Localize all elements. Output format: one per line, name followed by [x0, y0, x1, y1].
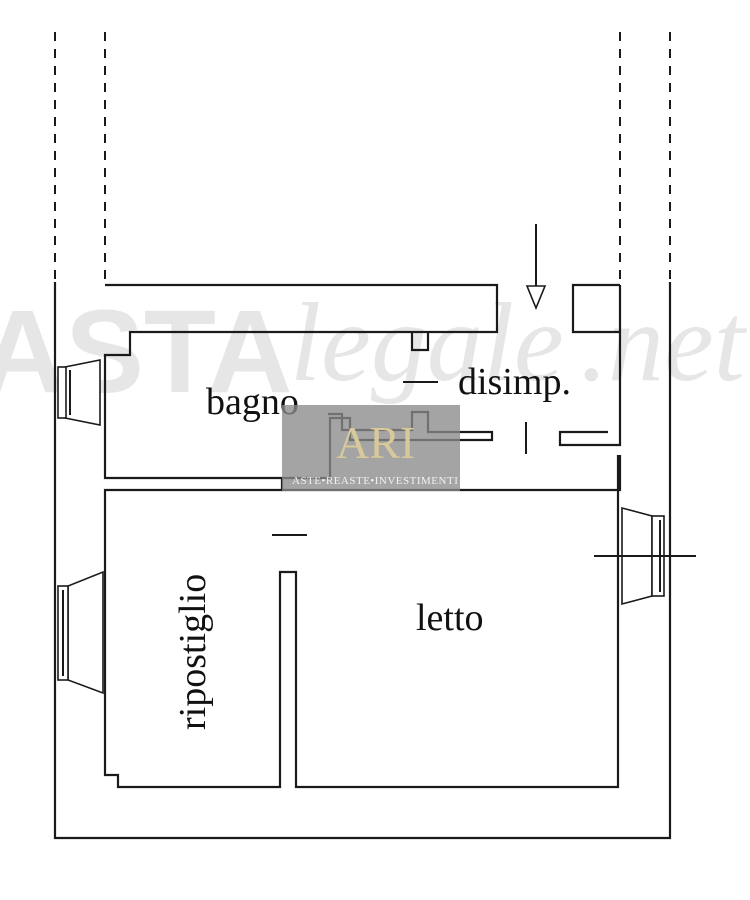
watermark-logo-letters: ARI: [336, 417, 415, 468]
dashed-outline: [54, 32, 671, 280]
entry-arrow-head: [525, 285, 547, 311]
room-labels: bagno disimp. letto ripostiglio: [172, 361, 571, 730]
bagno-notch: [410, 332, 430, 352]
door-marks: [272, 381, 527, 536]
watermark-logo-box: [282, 405, 460, 491]
windows: [57, 359, 696, 695]
window-ripostiglio-frame: [67, 570, 104, 695]
outer-walls: [53, 282, 672, 840]
window-letto: [594, 506, 696, 606]
label-letto: letto: [416, 597, 484, 639]
watermark-logo: ARI ASTE•REASTE•INVESTIMENTI: [282, 405, 460, 491]
window-bagno: [57, 359, 101, 426]
watermark-astalegale: ASTA legale .net: [0, 281, 748, 418]
ripostiglio-letto-wall: [103, 455, 620, 789]
window-ripostiglio: [57, 570, 104, 695]
label-disimp: disimp.: [458, 361, 571, 403]
window-bagno-sill: [57, 366, 67, 419]
watermark-asta: ASTA: [0, 286, 292, 418]
label-ripostiglio: ripostiglio: [172, 574, 214, 730]
entry-arrow: [525, 224, 547, 311]
watermark-logo-caption: ASTE•REASTE•INVESTIMENTI: [292, 475, 458, 487]
outer-wall: [53, 282, 672, 840]
watermark-net: .net: [580, 281, 748, 405]
watermark-legale: legale: [290, 281, 564, 405]
